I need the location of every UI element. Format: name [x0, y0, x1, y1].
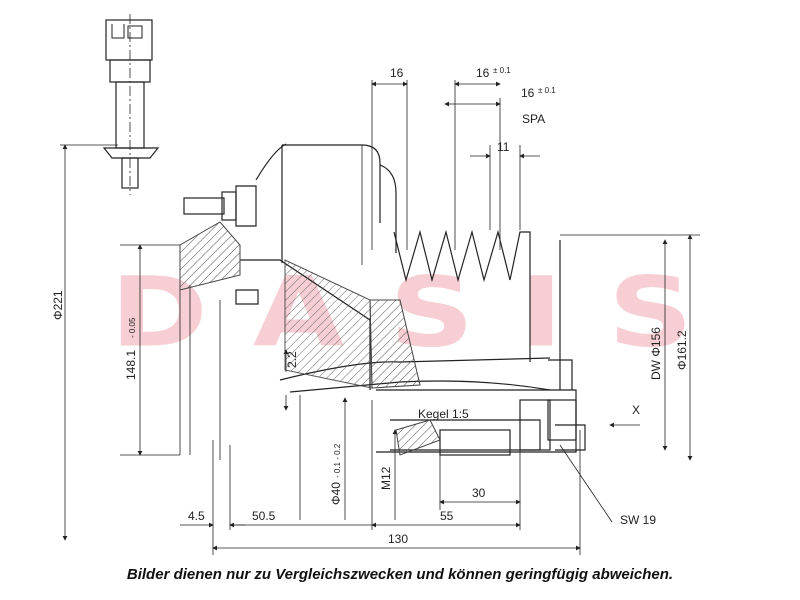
- dim-221: Φ221: [51, 290, 65, 320]
- dimension-lines: [60, 80, 700, 555]
- watermark-letter: I: [519, 255, 566, 369]
- part-outline: [102, 14, 586, 460]
- label-kegel: Kegel 1:5: [418, 407, 469, 421]
- label-spa: SPA: [522, 112, 545, 126]
- dim-16-b: 16: [521, 86, 535, 100]
- watermark-letter: S: [608, 255, 695, 369]
- dim-148-1-tol: - 0.05: [128, 317, 137, 338]
- dim-16: 16: [390, 66, 404, 80]
- dim-2-2: 2.2: [285, 351, 299, 368]
- dimension-labels: 16 16 ± 0.1 16 ± 0.1 SPA 11 2.2 Kegel 1:…: [51, 66, 689, 546]
- dim-m12: M12: [379, 466, 393, 490]
- dim-dw-156: DW Φ156: [649, 327, 663, 380]
- dim-161-2: Φ161.2: [675, 330, 689, 370]
- dim-130: 130: [388, 532, 408, 546]
- dim-50-5: 50.5: [252, 509, 276, 523]
- dim-55: 55: [440, 509, 454, 523]
- dim-16-b-tol: ± 0.1: [538, 86, 556, 95]
- hatched-sections: [179, 221, 441, 456]
- dim-40-tol: - 0.1 - 0.2: [333, 443, 342, 478]
- label-x: X: [632, 403, 640, 417]
- dim-11: 11: [497, 140, 510, 154]
- dim-4-5: 4.5: [188, 509, 205, 523]
- label-sw19: SW 19: [620, 513, 656, 527]
- dim-16-a: 16: [476, 66, 490, 80]
- dim-40: Φ40: [329, 482, 343, 505]
- technical-drawing: 16 16 ± 0.1 16 ± 0.1 SPA 11 2.2 Kegel 1:…: [51, 14, 700, 555]
- dim-16-a-tol: ± 0.1: [493, 66, 511, 75]
- dim-148-1: 148.1: [124, 350, 138, 380]
- dim-30: 30: [472, 486, 486, 500]
- disclaimer-caption: Bilder dienen nur zu Vergleichszwecken u…: [126, 566, 674, 583]
